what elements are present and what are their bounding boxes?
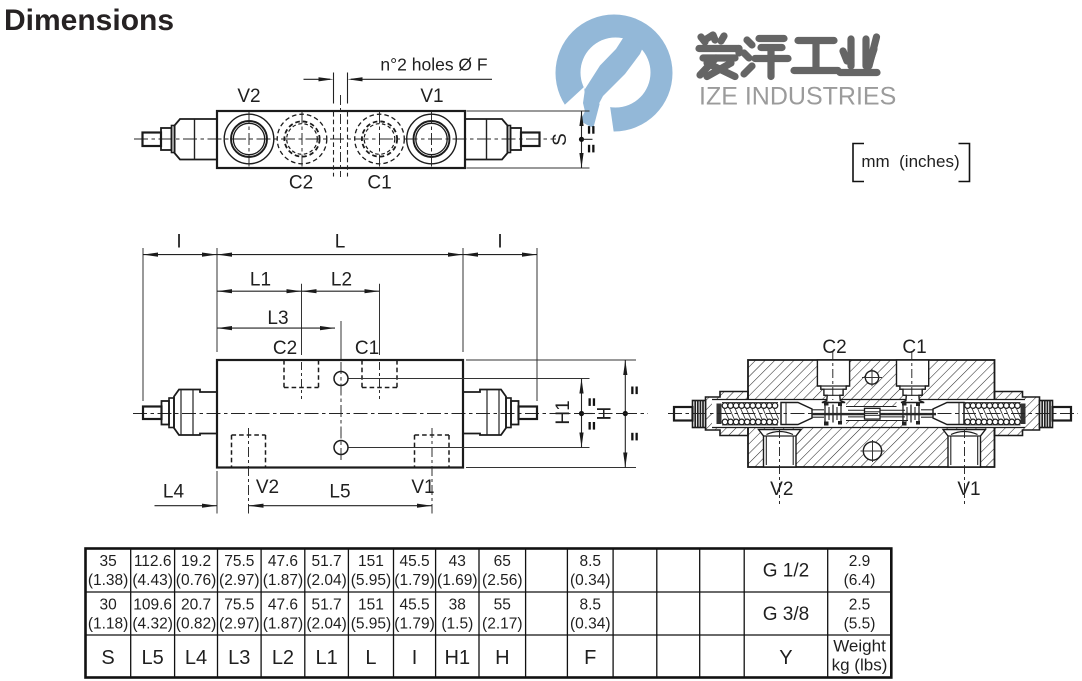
- svg-text:L1: L1: [315, 647, 337, 669]
- svg-text:S: S: [101, 647, 114, 669]
- svg-text:L: L: [365, 647, 376, 669]
- svg-text:(1.18): (1.18): [88, 616, 129, 633]
- svg-text:112.6: 112.6: [134, 553, 172, 570]
- svg-text:L4: L4: [163, 482, 185, 503]
- svg-text:V2: V2: [256, 477, 279, 498]
- svg-text:C2: C2: [273, 338, 297, 359]
- svg-text:43: 43: [449, 553, 466, 570]
- svg-text:V2: V2: [770, 479, 793, 500]
- svg-text:47.6: 47.6: [268, 553, 298, 570]
- svg-text:Weight: Weight: [833, 637, 886, 656]
- svg-text:(0.82): (0.82): [176, 616, 217, 633]
- svg-text:(6.4): (6.4): [844, 572, 876, 589]
- svg-text:51.7: 51.7: [312, 597, 342, 614]
- svg-text:2.5: 2.5: [849, 597, 871, 614]
- svg-text:L5: L5: [142, 647, 164, 669]
- svg-text:L2: L2: [272, 647, 294, 669]
- svg-text:55: 55: [494, 597, 511, 614]
- svg-text:V2: V2: [237, 86, 260, 107]
- svg-text:(4.32): (4.32): [132, 616, 173, 633]
- svg-text:V1: V1: [957, 479, 980, 500]
- svg-text:Dimensions: Dimensions: [4, 4, 174, 37]
- svg-text:(5.5): (5.5): [844, 616, 876, 633]
- svg-text:(0.34): (0.34): [570, 616, 611, 633]
- svg-text:(2.04): (2.04): [306, 572, 347, 589]
- svg-text:20.7: 20.7: [181, 597, 211, 614]
- svg-text:C1: C1: [902, 337, 926, 358]
- svg-text:(2.56): (2.56): [482, 572, 523, 589]
- svg-text:IZE INDUSTRIES: IZE INDUSTRIES: [699, 83, 896, 111]
- svg-text:L5: L5: [329, 482, 350, 503]
- svg-text:45.5: 45.5: [399, 553, 429, 570]
- svg-text:65: 65: [494, 553, 511, 570]
- svg-text:35: 35: [99, 553, 116, 570]
- svg-text:45.5: 45.5: [399, 597, 429, 614]
- svg-text:(1.87): (1.87): [263, 616, 304, 633]
- svg-text:V1: V1: [420, 86, 443, 107]
- svg-text:L3: L3: [267, 308, 288, 329]
- svg-text:151: 151: [358, 553, 384, 570]
- svg-text:C1: C1: [367, 173, 391, 194]
- svg-text:8.5: 8.5: [579, 553, 601, 570]
- svg-text:G 1/2: G 1/2: [763, 561, 809, 582]
- svg-text:kg (lbs): kg (lbs): [832, 656, 888, 675]
- svg-text:I: I: [497, 232, 502, 253]
- svg-text:Y: Y: [779, 647, 792, 669]
- svg-text:30: 30: [99, 597, 117, 614]
- svg-text:I: I: [176, 232, 181, 253]
- svg-text:H1: H1: [553, 400, 574, 424]
- svg-text:(4.43): (4.43): [132, 572, 173, 589]
- svg-text:47.6: 47.6: [268, 597, 298, 614]
- svg-text:(1.69): (1.69): [437, 572, 478, 589]
- svg-text:19.2: 19.2: [181, 553, 211, 570]
- svg-text:75.5: 75.5: [224, 553, 254, 570]
- svg-text:(1.5): (1.5): [441, 616, 473, 633]
- svg-text:(1.87): (1.87): [263, 572, 304, 589]
- svg-text:(1.38): (1.38): [88, 572, 129, 589]
- svg-text:(5.95): (5.95): [351, 616, 392, 633]
- svg-text:(2.17): (2.17): [482, 616, 523, 633]
- svg-text:C2: C2: [289, 173, 313, 194]
- svg-text:L4: L4: [185, 647, 207, 669]
- svg-text:(0.76): (0.76): [176, 572, 217, 589]
- svg-text:V1: V1: [411, 477, 434, 498]
- svg-text:H: H: [495, 647, 509, 669]
- svg-text:S: S: [550, 133, 571, 146]
- svg-text:L2: L2: [331, 270, 352, 291]
- svg-text:H1: H1: [445, 647, 471, 669]
- svg-text:n°2 holes Ø F: n°2 holes Ø F: [380, 55, 487, 75]
- svg-text:(1.79): (1.79): [394, 616, 435, 633]
- svg-text:151: 151: [358, 597, 384, 614]
- svg-text:75.5: 75.5: [224, 597, 254, 614]
- svg-text:F: F: [584, 647, 596, 669]
- svg-text:C1: C1: [355, 338, 379, 359]
- svg-text:38: 38: [449, 597, 466, 614]
- svg-text:L: L: [335, 232, 346, 253]
- svg-text:H: H: [595, 407, 616, 421]
- svg-text:L1: L1: [250, 270, 271, 291]
- svg-text:mm (inches): mm (inches): [861, 152, 959, 171]
- svg-text:(1.79): (1.79): [394, 572, 435, 589]
- svg-text:G 3/8: G 3/8: [763, 604, 809, 625]
- svg-text:C2: C2: [822, 337, 846, 358]
- svg-text:I: I: [412, 647, 418, 669]
- svg-text:(2.04): (2.04): [306, 616, 347, 633]
- svg-text:(5.95): (5.95): [351, 572, 392, 589]
- svg-text:(2.97): (2.97): [219, 572, 260, 589]
- svg-text:51.7: 51.7: [312, 553, 342, 570]
- svg-text:2.9: 2.9: [849, 553, 871, 570]
- svg-text:(2.97): (2.97): [219, 616, 260, 633]
- svg-text:8.5: 8.5: [579, 597, 601, 614]
- svg-text:L3: L3: [228, 647, 250, 669]
- svg-text:109.6: 109.6: [133, 597, 172, 614]
- svg-text:(0.34): (0.34): [570, 572, 611, 589]
